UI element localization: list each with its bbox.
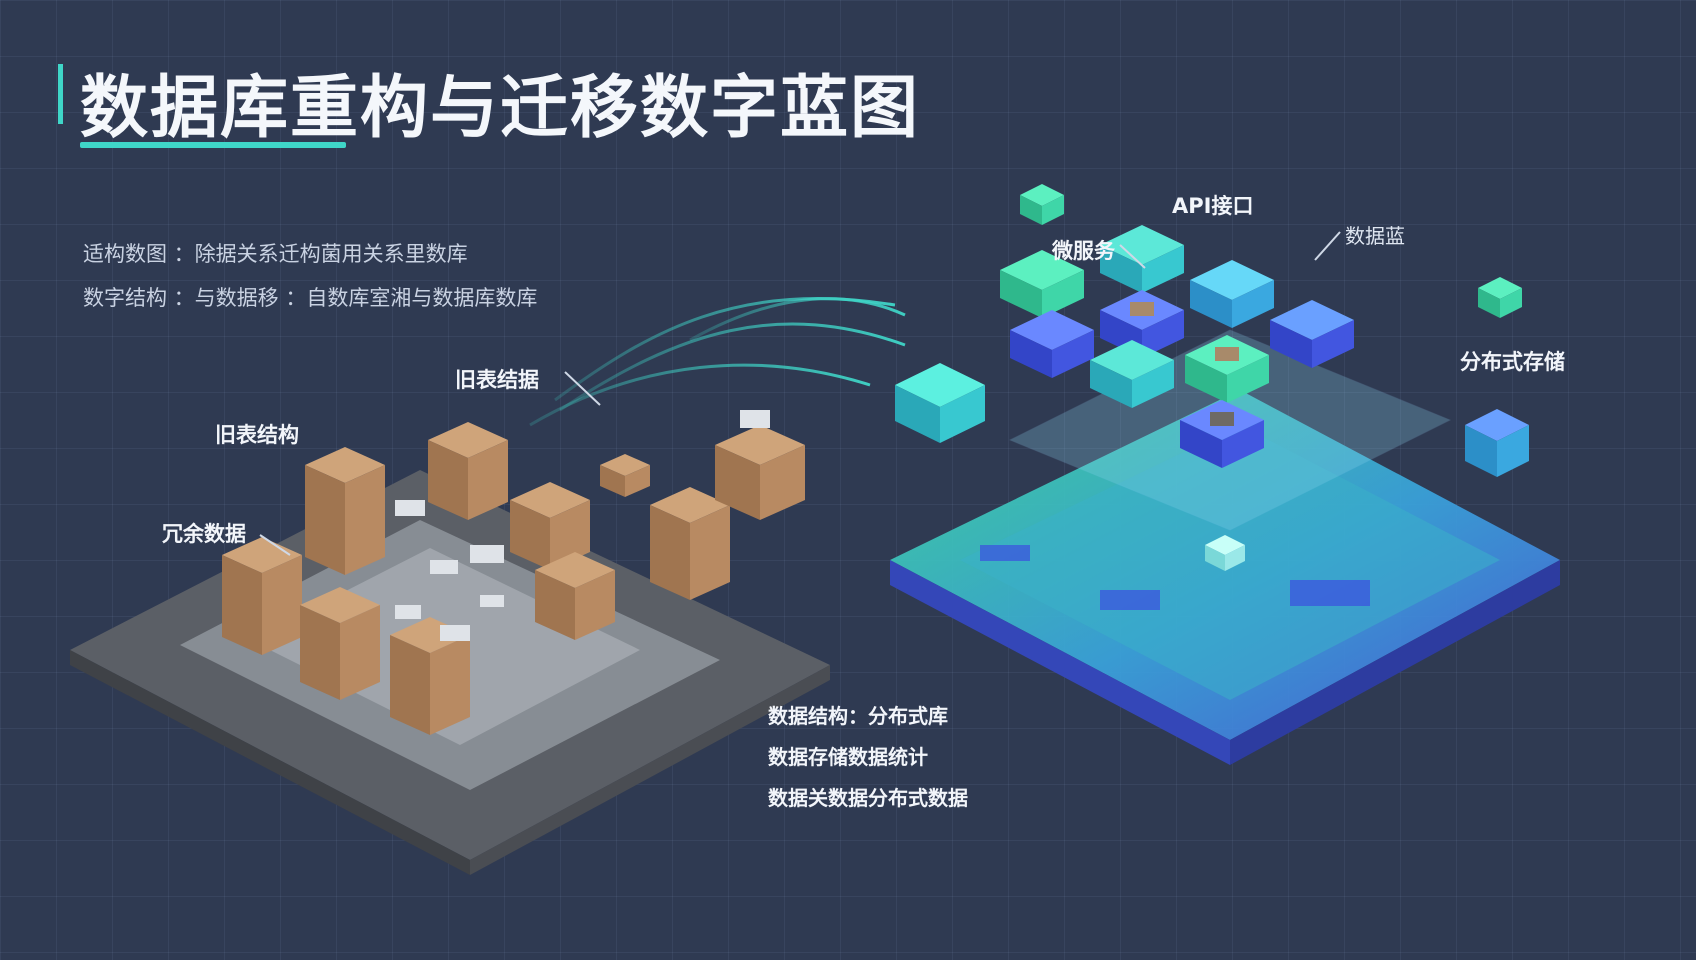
label-distributed-storage: 分布式存储 — [1460, 346, 1565, 376]
legend-line-1: 数据结构：分布式库 — [768, 700, 968, 729]
migration-flow — [530, 298, 905, 425]
legend-line-2: 数据存储数据统计 — [768, 741, 968, 770]
legend: 数据结构：分布式库 数据存储数据统计 数据关数据分布式数据 — [768, 700, 968, 823]
label-redundant-data: 冗余数据 — [162, 518, 246, 548]
label-api: API接口 — [1172, 190, 1253, 220]
legend-line-3: 数据关数据分布式数据 — [768, 782, 968, 811]
label-old-structure: 旧表结构 — [215, 419, 299, 449]
label-data-lake: 数据蓝 — [1345, 220, 1405, 249]
label-microservice: 微服务 — [1052, 235, 1115, 265]
label-old-data: 旧表结据 — [455, 364, 539, 394]
